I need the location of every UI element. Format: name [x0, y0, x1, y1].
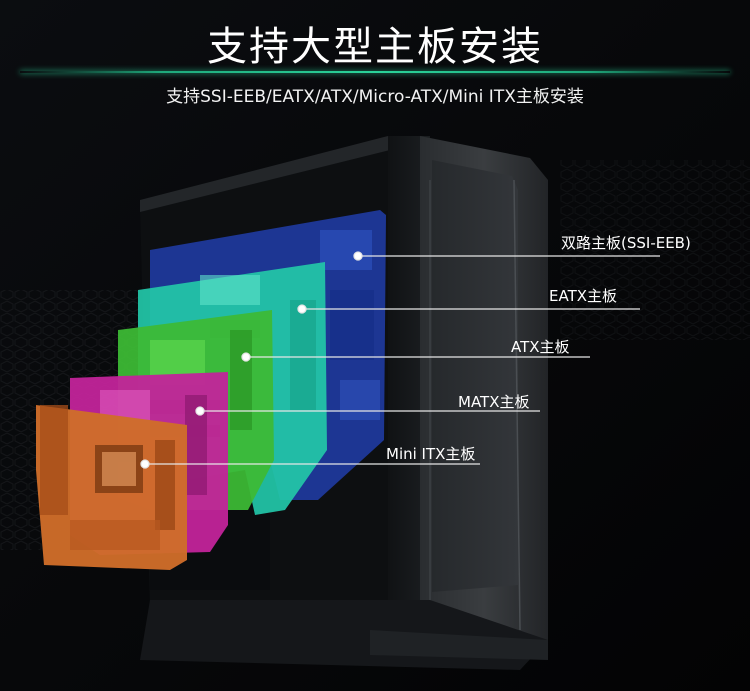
- case-side-frame: [388, 136, 430, 625]
- page-title: 支持大型主板安装: [207, 24, 543, 70]
- label-mini-itx: Mini ITX主板: [386, 445, 476, 463]
- board-mini-itx: [36, 405, 187, 570]
- label-eatx: EATX主板: [549, 287, 618, 305]
- case-top-edge: [140, 136, 430, 212]
- title-underline: [20, 71, 730, 73]
- case-front-seam: [513, 179, 521, 631]
- label-matx: MATX主板: [458, 393, 530, 411]
- page-subtitle: 支持SSI-EEB/EATX/ATX/Micro-ATX/Mini ITX主板安…: [166, 87, 584, 107]
- mesh-panel-right: [560, 160, 750, 340]
- label-ssi-eeb: 双路主板(SSI-EEB): [561, 234, 691, 252]
- label-atx: ATX主板: [511, 338, 570, 356]
- case-front-inner: [432, 160, 518, 592]
- leader-lines: [140, 251, 660, 469]
